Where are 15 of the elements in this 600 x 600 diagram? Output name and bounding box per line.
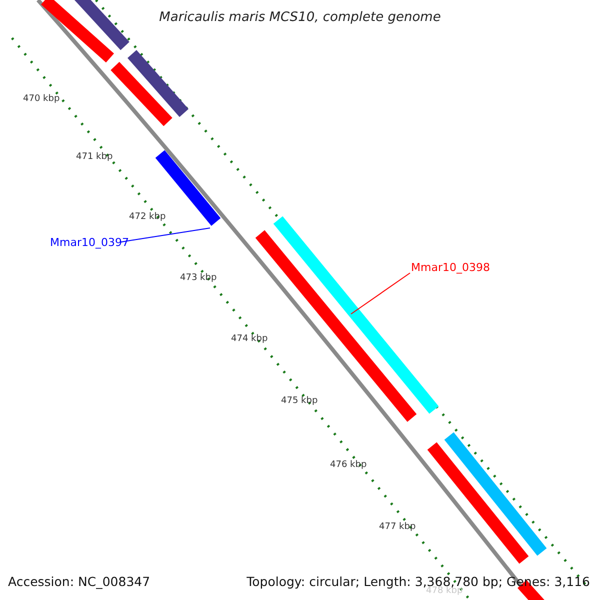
gene-label: Mmar10_0398: [411, 262, 490, 273]
scale-label: 476 kbp: [330, 461, 367, 470]
gene-label: Mmar10_0397: [50, 237, 129, 248]
scale-label: 472 kbp: [129, 213, 166, 222]
leader-line: [120, 228, 210, 242]
scale-label: 475 kbp: [281, 397, 318, 406]
scale-label: 477 kbp: [379, 523, 416, 532]
scale-label: 471 kbp: [76, 153, 113, 162]
diagram-title: Maricaulis maris MCS10, complete genome: [159, 11, 441, 24]
footer-text: Accession: NC_008347: [8, 576, 150, 588]
scale-label: 470 kbp: [23, 95, 60, 104]
scale-label: 478 kbp: [426, 587, 463, 596]
footer-text: Topology: circular; Length: 3,368,780 bp; Genes: 3,116: [246, 576, 590, 588]
scale-label: 473 kbp: [180, 274, 217, 283]
leader-line: [350, 272, 410, 314]
